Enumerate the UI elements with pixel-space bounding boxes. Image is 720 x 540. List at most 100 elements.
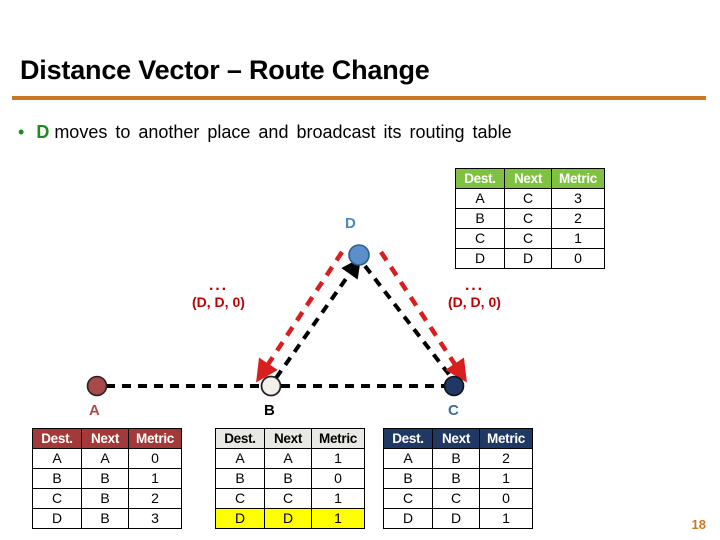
- cell-dest: D: [383, 508, 433, 529]
- cell-metric: 0: [479, 488, 533, 509]
- node-label-b: B: [264, 402, 275, 419]
- advertisement-ellipsis-left: ···: [208, 281, 228, 298]
- advertisement-arrow-d-to-c: [379, 250, 467, 383]
- cell-metric: 0: [128, 448, 182, 469]
- node-a[interactable]: [86, 375, 108, 397]
- advertisement-vector-left: (D, D, 0): [192, 294, 245, 310]
- cell-metric: 2: [479, 448, 533, 469]
- cell-metric: 1: [311, 448, 365, 469]
- cell-next: B: [81, 488, 129, 509]
- column-header-dest: Dest.: [215, 428, 265, 449]
- cell-dest: B: [455, 208, 505, 229]
- node-label-a: A: [89, 402, 100, 419]
- cell-next: C: [504, 228, 552, 249]
- cell-next: C: [432, 488, 480, 509]
- table-header-row: Dest. Next Metric: [455, 168, 605, 189]
- cell-next: C: [264, 488, 312, 509]
- column-header-metric: Metric: [551, 168, 605, 189]
- column-header-metric: Metric: [128, 428, 182, 449]
- column-header-dest: Dest.: [383, 428, 433, 449]
- cell-metric: 2: [551, 208, 605, 229]
- cell-next: D: [264, 508, 312, 529]
- column-header-metric: Metric: [311, 428, 365, 449]
- cell-metric: 1: [479, 508, 533, 529]
- cell-next: D: [504, 248, 552, 269]
- topology-links: [106, 257, 453, 388]
- column-header-dest: Dest.: [32, 428, 82, 449]
- topology-nodes: [86, 244, 465, 397]
- column-header-dest: Dest.: [455, 168, 505, 189]
- title-divider: [12, 96, 706, 100]
- cell-dest: B: [215, 468, 265, 489]
- cell-next: B: [432, 448, 480, 469]
- column-header-next: Next: [432, 428, 480, 449]
- cell-dest: D: [215, 508, 265, 529]
- bullet-text: moves to another place and broadcast its…: [54, 122, 512, 142]
- cell-next: B: [432, 468, 480, 489]
- node-b[interactable]: [260, 375, 282, 397]
- cell-metric: 0: [311, 468, 365, 489]
- cell-dest: C: [215, 488, 265, 509]
- cell-metric: 3: [128, 508, 182, 529]
- page-title: Distance Vector – Route Change: [20, 55, 430, 85]
- column-header-metric: Metric: [479, 428, 533, 449]
- cell-next: C: [504, 208, 552, 229]
- column-header-next: Next: [264, 428, 312, 449]
- cell-next: B: [264, 468, 312, 489]
- cell-next: B: [81, 468, 129, 489]
- cell-dest: D: [32, 508, 82, 529]
- cell-next: A: [81, 448, 129, 469]
- cell-metric: 3: [551, 188, 605, 209]
- bullet-line: • D moves to another place and broadcast…: [18, 122, 512, 143]
- advertisement-arrow-d-to-b: [256, 250, 344, 383]
- cell-metric: 1: [311, 508, 365, 529]
- table-header-row: Dest. Next Metric: [383, 428, 533, 449]
- cell-next: B: [81, 508, 129, 529]
- cell-dest: A: [215, 448, 265, 469]
- cell-next: A: [264, 448, 312, 469]
- node-label-d: D: [345, 215, 356, 232]
- cell-metric: 1: [128, 468, 182, 489]
- cell-metric: 1: [479, 468, 533, 489]
- cell-dest: D: [455, 248, 505, 269]
- advertisement-vector-right: (D, D, 0): [448, 294, 501, 310]
- advertisement-arrows: [256, 250, 467, 383]
- cell-dest: B: [32, 468, 82, 489]
- cell-dest: A: [383, 448, 433, 469]
- cell-dest: B: [383, 468, 433, 489]
- bullet-marker-icon: •: [18, 122, 25, 142]
- page-number: 18: [691, 517, 706, 532]
- advertisement-ellipsis-right: ···: [464, 281, 484, 298]
- cell-dest: A: [32, 448, 82, 469]
- cell-next: C: [504, 188, 552, 209]
- advertisement-label-left: ··· (D, D, 0): [192, 281, 245, 311]
- link-d-c: [363, 264, 453, 379]
- cell-dest: A: [455, 188, 505, 209]
- node-c[interactable]: [443, 375, 465, 397]
- node-d[interactable]: [348, 244, 370, 266]
- link-b-d: [274, 257, 361, 380]
- column-header-next: Next: [504, 168, 552, 189]
- cell-metric: 0: [551, 248, 605, 269]
- cell-metric: 2: [128, 488, 182, 509]
